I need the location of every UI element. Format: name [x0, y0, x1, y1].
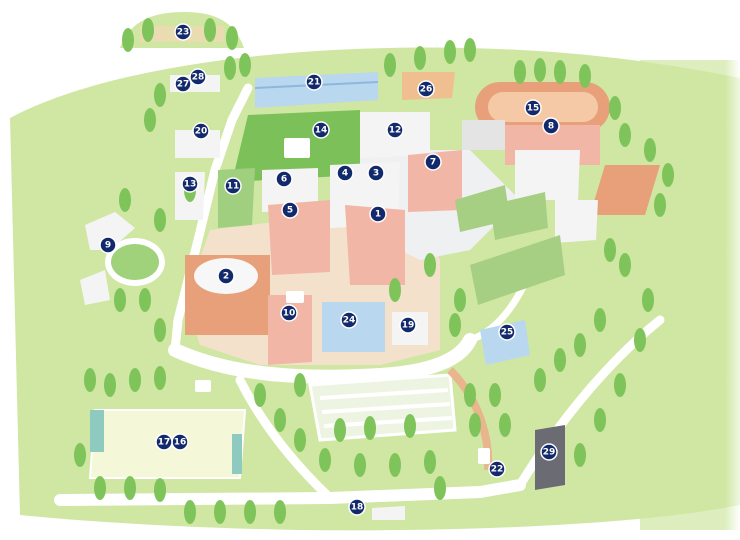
marker-circle — [99, 236, 117, 254]
road-west — [170, 83, 253, 355]
building-marker-2[interactable]: 2 — [217, 267, 235, 285]
building-marker-21[interactable]: 21 — [305, 73, 323, 91]
parking-lot — [308, 373, 457, 442]
marker-circle — [305, 73, 323, 91]
track-field — [475, 82, 610, 132]
marker-circle — [540, 443, 558, 461]
road-south — [54, 479, 526, 506]
marker-circle — [174, 23, 192, 41]
marker-circle — [174, 75, 192, 93]
building-marker-28[interactable]: 28 — [189, 68, 207, 86]
building-marker-14[interactable]: 14 — [312, 121, 330, 139]
marker-circle — [340, 311, 358, 329]
marker-circle — [498, 323, 516, 341]
building-marker-24[interactable]: 24 — [340, 311, 358, 329]
field-16-17-stand — [90, 410, 104, 452]
building-marker-29[interactable]: 29 — [540, 443, 558, 461]
building-marker-20[interactable]: 20 — [192, 122, 210, 140]
marker-circle — [336, 164, 354, 182]
building-marker-25[interactable]: 25 — [498, 323, 516, 341]
building-marker-13[interactable]: 13 — [181, 175, 199, 193]
building-marker-7[interactable]: 7 — [424, 153, 442, 171]
marker-circle — [488, 460, 506, 478]
marker-circle — [280, 304, 298, 322]
marker-circle — [367, 164, 385, 182]
marker-circle — [542, 117, 560, 135]
building-marker-23[interactable]: 23 — [174, 23, 192, 41]
building-marker-8[interactable]: 8 — [542, 117, 560, 135]
marker-circle — [192, 122, 210, 140]
building-marker-17[interactable]: 17 — [155, 433, 173, 451]
marker-circle — [275, 170, 293, 188]
building-marker-15[interactable]: 15 — [524, 99, 542, 117]
field-9 — [105, 238, 165, 286]
marker-circle — [171, 433, 189, 451]
building-marker-4[interactable]: 4 — [336, 164, 354, 182]
marker-circle — [386, 121, 404, 139]
marker-circle — [217, 267, 235, 285]
marker-circle — [424, 153, 442, 171]
tennis-court — [590, 165, 660, 215]
ground-fade — [640, 60, 740, 530]
building-marker-5[interactable]: 5 — [281, 201, 299, 219]
building-marker-26[interactable]: 26 — [417, 80, 435, 98]
building-marker-1[interactable]: 1 — [369, 205, 387, 223]
marker-circle — [224, 177, 242, 195]
building-marker-19[interactable]: 19 — [399, 316, 417, 334]
marker-circle — [281, 201, 299, 219]
field-16-17-stand-2 — [232, 434, 242, 474]
marker-circle — [417, 80, 435, 98]
marker-circle — [369, 205, 387, 223]
marker-circle — [524, 99, 542, 117]
marker-circle — [189, 68, 207, 86]
road-parking-link — [235, 375, 335, 503]
building-marker-10[interactable]: 10 — [280, 304, 298, 322]
building-marker-27[interactable]: 27 — [174, 75, 192, 93]
marker-circle — [155, 433, 173, 451]
building-marker-16[interactable]: 16 — [171, 433, 189, 451]
logo-icons — [195, 138, 490, 464]
building-marker-9[interactable]: 9 — [99, 236, 117, 254]
marker-circle — [312, 121, 330, 139]
building-marker-11[interactable]: 11 — [224, 177, 242, 195]
marker-circle — [348, 498, 366, 516]
building-marker-12[interactable]: 12 — [386, 121, 404, 139]
trees — [74, 18, 674, 524]
building-marker-18[interactable]: 18 — [348, 498, 366, 516]
building-marker-3[interactable]: 3 — [367, 164, 385, 182]
building-marker-22[interactable]: 22 — [488, 460, 506, 478]
marker-circle — [181, 175, 199, 193]
road-loop — [168, 333, 477, 384]
marker-circle — [399, 316, 417, 334]
building-marker-6[interactable]: 6 — [275, 170, 293, 188]
